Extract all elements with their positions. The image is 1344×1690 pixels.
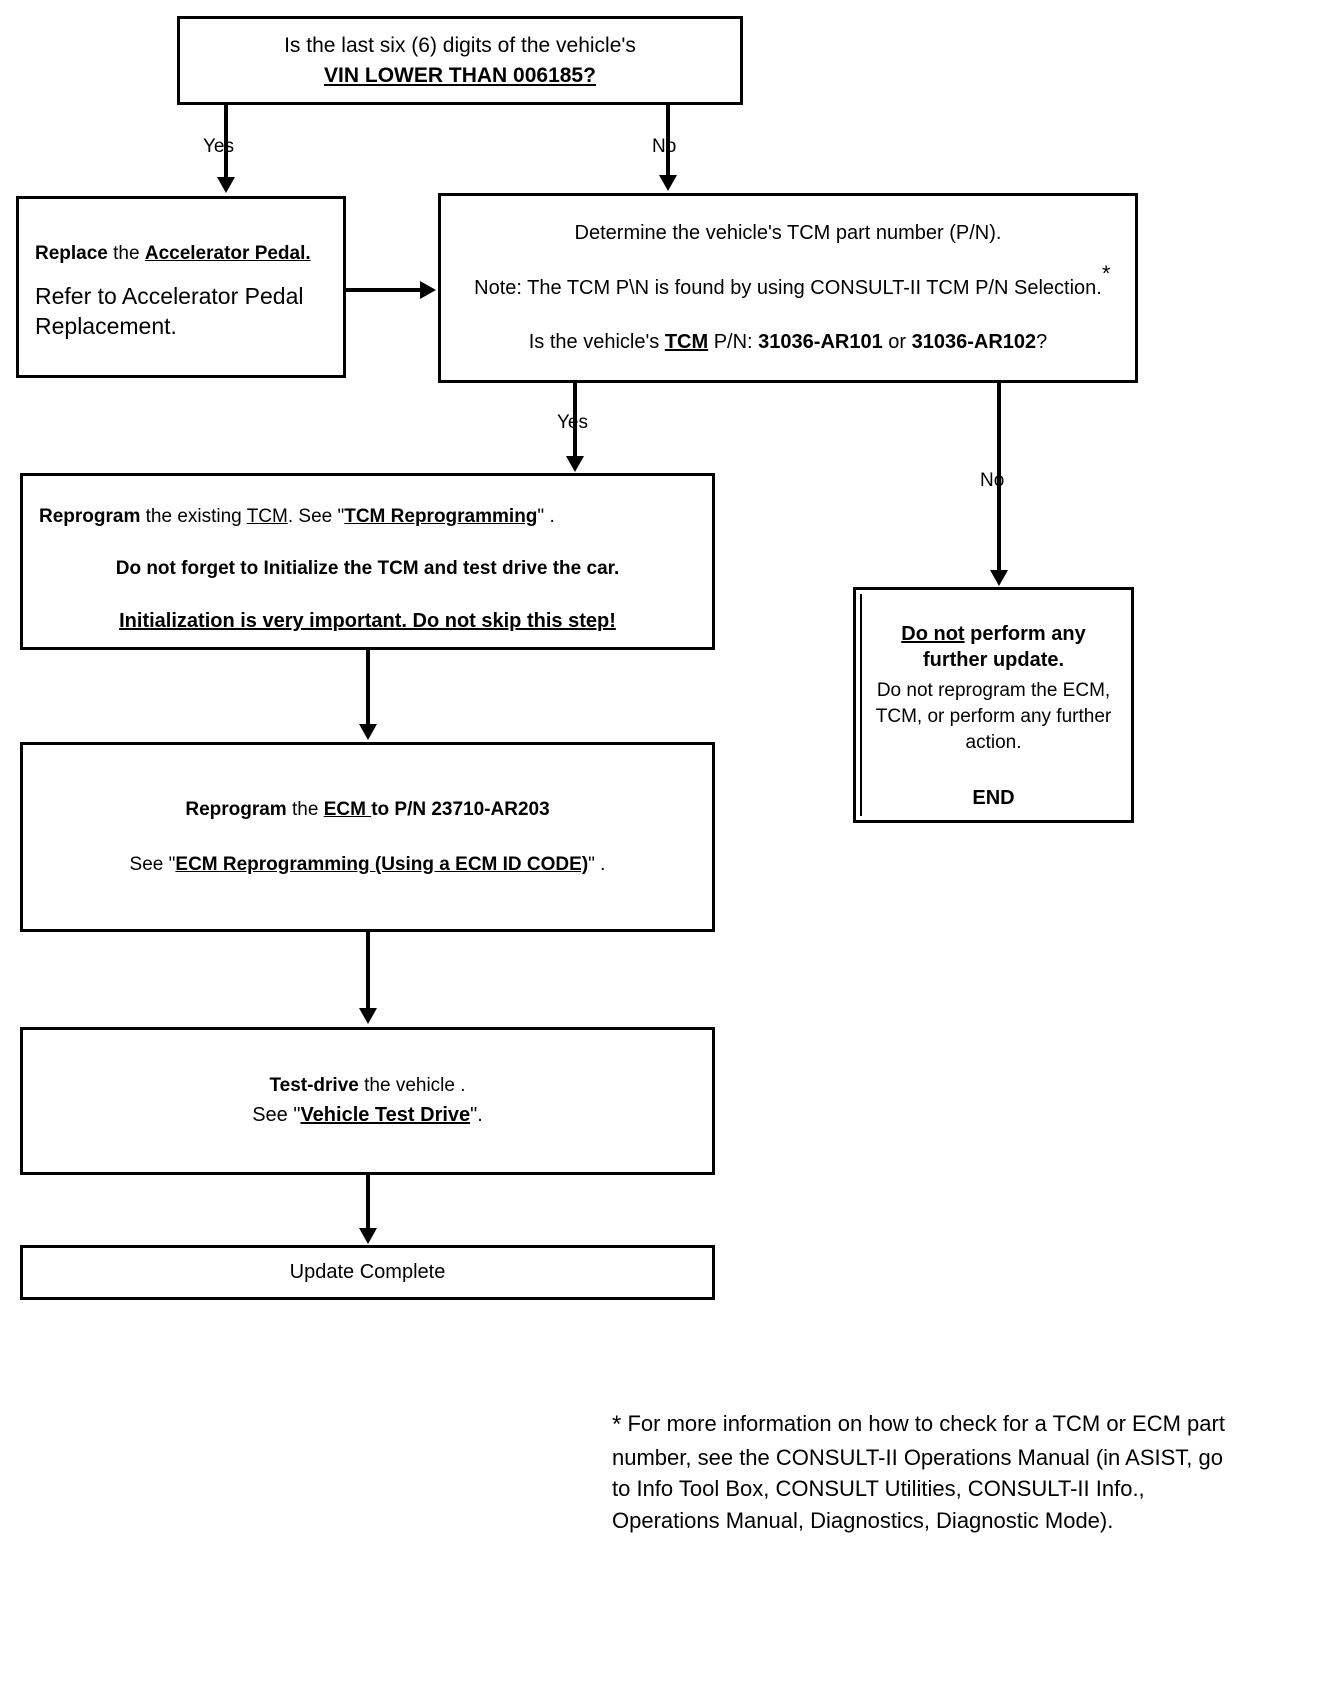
edge-vin-no-line <box>666 105 670 177</box>
reprogram-tcm-end: " . <box>537 506 555 527</box>
reprogram-tcm-tcm: TCM <box>246 506 288 527</box>
node-update-complete: Update Complete <box>20 1245 715 1300</box>
end-line1-rest: perform any further update. <box>922 623 1086 671</box>
end-line2: Do not reprogram the ECM, TCM, or perfor… <box>875 680 1112 754</box>
vin-check-line1: Is the last six (6) digits of the vehicl… <box>284 33 636 57</box>
edge-tcm-no-arrow <box>990 570 1008 586</box>
test-drive-line2: See "Vehicle Test Drive". <box>39 1102 696 1128</box>
footnote: * For more information on how to check f… <box>612 1408 1232 1536</box>
node-end-no-update: Do not perform any further update. Do no… <box>853 587 1134 823</box>
replace-pedal-mid: the <box>107 243 145 264</box>
tcm-pn-q-pn2: 31036-AR102 <box>911 331 1037 354</box>
reprogram-ecm-link: ECM Reprogramming (Using a ECM ID CODE) <box>175 854 589 875</box>
reprogram-ecm-line2: See "ECM Reprogramming (Using a ECM ID C… <box>39 852 696 877</box>
update-complete-line1: Update Complete <box>289 1261 446 1284</box>
node-determine-tcm-part-number: Determine the vehicle's TCM part number … <box>438 193 1138 383</box>
tcm-pn-q-or: or <box>882 331 912 354</box>
test-drive-bold: Test-drive <box>269 1075 359 1097</box>
node-vin-check: Is the last six (6) digits of the vehicl… <box>177 16 743 105</box>
edge-pedal-to-tcm-line <box>346 288 422 292</box>
tcm-pn-q-end: ? <box>1036 331 1048 354</box>
tcm-pn-footnote-marker: * <box>1101 260 1111 286</box>
replace-pedal-underline: Accelerator Pedal. <box>144 243 311 264</box>
edge-ecm-to-testdrive-arrow <box>359 1008 377 1024</box>
end-box-inner-edge <box>860 594 862 816</box>
tcm-pn-line1: Determine the vehicle's TCM part number … <box>574 222 1002 245</box>
edge-pedal-to-tcm-arrow <box>420 281 436 299</box>
end-line1: Do not perform any further update. <box>868 621 1119 673</box>
end-do-not: Do not <box>901 623 965 645</box>
test-drive-line1: Test-drive the vehicle . <box>39 1073 696 1098</box>
reprogram-tcm-link: TCM Reprogramming <box>344 506 538 527</box>
reprogram-ecm-end: to P/N 23710-AR203 <box>371 798 550 820</box>
tcm-pn-q-pn1: 31036-AR101 <box>758 331 883 354</box>
test-drive-see-pre: See " <box>252 1104 301 1127</box>
replace-pedal-line2: Refer to Accelerator Pedal Replacement. <box>35 283 304 339</box>
reprogram-tcm-line2: Do not forget to Initialize the TCM and … <box>115 558 620 580</box>
edge-label-yes-pedal: Yes <box>203 136 234 157</box>
reprogram-tcm-line1: Reprogram the existing TCM. See "TCM Rep… <box>39 504 696 529</box>
edge-tcm-yes-arrow <box>566 456 584 472</box>
end-line3: END <box>972 786 1015 809</box>
edge-tcm-to-ecm-line <box>366 650 370 726</box>
edge-tcm-yes-line <box>573 383 577 458</box>
tcm-pn-line3: Is the vehicle's TCM P/N: 31036-AR101 or… <box>451 329 1125 355</box>
replace-pedal-line1: Replace the Accelerator Pedal. <box>35 241 327 266</box>
tcm-pn-line2: Note: The TCM P\N is found by using CONS… <box>451 262 1125 301</box>
vin-check-line2: VIN LOWER THAN 006185? <box>324 63 596 87</box>
reprogram-tcm-line3: Initialization is very important. Do not… <box>119 610 616 633</box>
reprogram-tcm-mid: the existing <box>140 506 247 527</box>
edge-tcm-no-line <box>997 383 1001 572</box>
reprogram-ecm-see-end: " . <box>588 854 606 875</box>
edge-tcm-to-ecm-arrow <box>359 724 377 740</box>
test-drive-link: Vehicle Test Drive <box>300 1104 471 1127</box>
node-reprogram-tcm: Reprogram the existing TCM. See "TCM Rep… <box>20 473 715 650</box>
node-replace-accelerator-pedal: Replace the Accelerator Pedal. Refer to … <box>16 196 346 378</box>
footnote-marker: * <box>612 1411 622 1438</box>
tcm-pn-q-tcm: TCM <box>664 331 709 354</box>
reprogram-ecm-mid: the <box>286 798 324 820</box>
tcm-pn-q-pre: Is the vehicle's <box>528 331 665 354</box>
replace-pedal-bold: Replace <box>35 243 108 264</box>
node-reprogram-ecm: Reprogram the ECM to P/N 23710-AR203 See… <box>20 742 715 932</box>
edge-label-no-end: No <box>980 470 1005 491</box>
node-test-drive: Test-drive the vehicle . See "Vehicle Te… <box>20 1027 715 1175</box>
tcm-pn-q-mid: P/N: <box>708 331 759 354</box>
edge-label-no-tcm: No <box>652 136 677 157</box>
edge-vin-yes-arrow <box>217 177 235 193</box>
edge-vin-yes-line <box>224 105 228 179</box>
edge-testdrive-to-complete-line <box>366 1175 370 1230</box>
tcm-pn-note-text: Note: The TCM P\N is found by using CONS… <box>474 276 1102 299</box>
test-drive-end: the vehicle . <box>358 1075 466 1097</box>
edge-label-yes-reprogram: Yes <box>557 412 588 433</box>
reprogram-ecm-bold: Reprogram <box>185 798 287 820</box>
reprogram-tcm-bold: Reprogram <box>39 506 141 527</box>
reprogram-ecm-line1: Reprogram the ECM to P/N 23710-AR203 <box>39 797 696 822</box>
reprogram-ecm-ecm: ECM <box>323 798 372 820</box>
test-drive-see-end: ". <box>470 1104 483 1127</box>
edge-vin-no-arrow <box>659 175 677 191</box>
reprogram-ecm-see-pre: See " <box>129 854 176 875</box>
footnote-text: For more information on how to check for… <box>612 1411 1225 1533</box>
reprogram-tcm-see: . See " <box>287 506 345 527</box>
edge-ecm-to-testdrive-line <box>366 932 370 1010</box>
edge-testdrive-to-complete-arrow <box>359 1228 377 1244</box>
